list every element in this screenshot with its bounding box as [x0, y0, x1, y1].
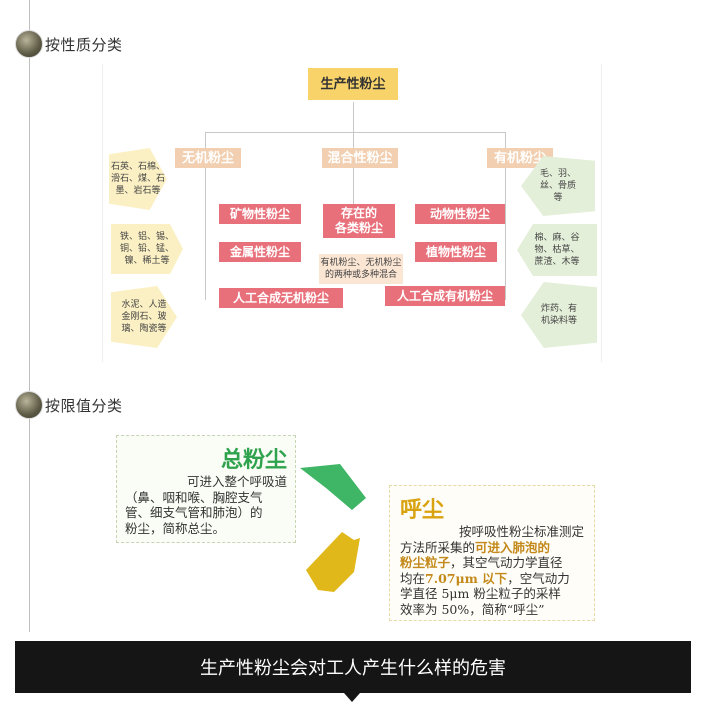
arrows-graphic — [300, 464, 366, 592]
respirable-text-line: 粉尘粒子，其空气动力学直径 — [400, 555, 584, 571]
dust-classification-diagram: 生产性粉尘 无机粉尘 混合性粉尘 有机粉尘 矿物性粉尘 金属性粉尘 人工合成无机… — [102, 64, 602, 362]
example-line: 镍、稀土等 — [124, 256, 170, 266]
inorganic-example: 水泥、人造 金刚石、玻 璃、陶瓷等 — [111, 286, 177, 348]
connector — [205, 132, 505, 133]
respirable-text-line: 按呼吸性粉尘标准测定 — [458, 524, 584, 539]
example-line: 墨、岩石等 — [115, 186, 161, 196]
respirable-dust-panel: 呼尘 按呼吸性粉尘标准测定 方法所采集的可进入肺泡的 粉尘粒子，其空气动力学直径… — [389, 485, 595, 621]
highlight-text: 粉尘粒子 — [400, 555, 451, 570]
example-line: 金刚石、玻 — [121, 312, 167, 322]
example-line: 棉、麻、谷 — [534, 233, 580, 243]
text-span: ，空气动力 — [507, 570, 570, 586]
inorganic-example: 石英、石棉、 滑石、煤、石 墨、岩石等 — [109, 148, 167, 210]
example-line: 丝、骨质 — [539, 181, 576, 191]
banner-title: 生产性粉尘会对工人产生什么样的危害 — [200, 658, 506, 679]
organic-example: 炸药、有 机染料等 — [521, 282, 597, 348]
connector — [505, 168, 506, 300]
timeline-line — [29, 0, 30, 632]
inorganic-item: 矿物性粉尘 — [219, 204, 301, 224]
total-dust-panel: 总粉尘 可进入整个呼吸道 （鼻、咽和喉、胸腔支气 管、细支气管和肺泡）的 粉尘，… — [116, 435, 296, 543]
text-span: 方法所采集的 — [400, 539, 476, 555]
mixed-item-line: 存在的 — [340, 206, 377, 220]
category-organic: 有机粉尘 — [487, 148, 553, 168]
section-header-nature: 按性质分类 — [15, 30, 123, 58]
example-line: 毛、羽、 — [539, 169, 576, 179]
category-inorganic: 无机粉尘 — [175, 148, 241, 168]
green-arrow — [300, 464, 366, 510]
example-line: 滑石、煤、石 — [110, 174, 165, 184]
connector — [353, 102, 354, 132]
respirable-text-line: 均在7.07μm 以下，空气动力 — [400, 571, 584, 587]
example-line: 蔗渣、木等 — [534, 257, 580, 267]
connector — [205, 168, 206, 300]
mixed-note: 有机粉尘、无机粉尘 的两种或多种混合 — [319, 254, 403, 284]
highlight-text: 可进入肺泡的 — [475, 539, 551, 555]
section-title: 按限值分类 — [45, 396, 123, 415]
example-line: 物、枯草、 — [534, 245, 580, 255]
example-line: 铜、铅、锰、 — [119, 244, 174, 254]
connector — [505, 132, 506, 154]
connector — [205, 132, 206, 154]
root-node: 生产性粉尘 — [308, 68, 398, 100]
total-dust-text-line: 粉尘，简称总尘。 — [125, 520, 226, 536]
mixed-item: 存在的 各类粉尘 — [323, 204, 395, 238]
mixed-item-line: 各类粉尘 — [334, 221, 383, 235]
avatar — [15, 30, 43, 58]
organic-item: 植物性粉尘 — [415, 242, 497, 262]
yellow-arrow — [306, 532, 360, 592]
section-title: 按性质分类 — [45, 35, 123, 54]
respirable-text-line: 学直径 5μm 粉尘粒子的采样 — [400, 586, 561, 601]
total-dust-text-line: 管、细支气管和肺泡）的 — [125, 505, 263, 520]
example-line: 水泥、人造 — [121, 300, 167, 310]
connector — [353, 132, 354, 154]
avatar — [15, 391, 43, 419]
inorganic-item: 人工合成无机粉尘 — [219, 288, 343, 308]
respirable-text-line: 效率为 50%，简称“呼尘” — [400, 601, 545, 617]
inorganic-example: 铁、铝、锡、 铜、铅、锰、 镍、稀土等 — [111, 224, 183, 274]
organic-example: 棉、麻、谷 物、枯草、 蔗渣、木等 — [517, 224, 597, 276]
category-mixed: 混合性粉尘 — [322, 148, 398, 168]
inorganic-item: 金属性粉尘 — [219, 242, 301, 262]
organic-item: 人工合成有机粉尘 — [385, 286, 505, 306]
example-line: 机染料等 — [540, 316, 577, 326]
total-dust-text-line: （鼻、咽和喉、胸腔支气 — [125, 489, 263, 505]
example-line: 石英、石棉、 — [110, 162, 165, 172]
highlight-text: 7.07μm 以下 — [425, 570, 508, 586]
text-span: ，其空气动力学直径 — [450, 555, 563, 570]
example-line: 铁、铝、锡、 — [119, 232, 174, 242]
total-dust-text-line: 可进入整个呼吸道 — [186, 474, 287, 489]
connector — [353, 168, 354, 204]
organic-item: 动物性粉尘 — [415, 204, 505, 224]
mixed-note-line: 的两种或多种混合 — [324, 270, 397, 280]
banner-pointer-icon — [344, 693, 360, 702]
example-line: 炸药、有 — [540, 304, 577, 314]
total-dust-title: 总粉尘 — [220, 448, 287, 473]
mixed-note-line: 有机粉尘、无机粉尘 — [320, 258, 402, 268]
example-line: 璃、陶瓷等 — [121, 324, 167, 334]
example-line: 等 — [553, 193, 563, 203]
section-banner: 生产性粉尘会对工人产生什么样的危害 — [15, 641, 691, 693]
respirable-text-line: 方法所采集的可进入肺泡的 — [400, 540, 584, 556]
respirable-dust-title: 呼尘 — [400, 498, 445, 523]
section-header-limit: 按限值分类 — [15, 391, 123, 419]
text-span: 均在 — [400, 570, 426, 586]
